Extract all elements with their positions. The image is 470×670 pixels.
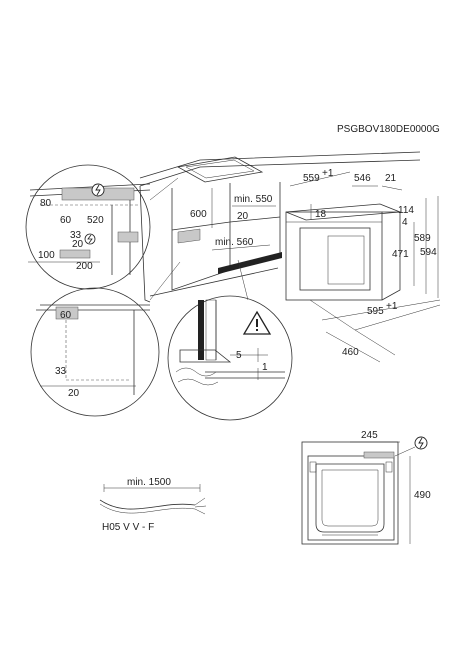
dim-min-560: min. 560	[215, 237, 254, 248]
power-plug-icon-front	[414, 436, 428, 450]
dim-5: 5	[236, 350, 242, 361]
dim-60-bottom: 60	[60, 310, 72, 321]
detail-circle-bottom-center	[167, 295, 293, 421]
power-cable	[99, 484, 207, 515]
dim-589: 589	[414, 233, 431, 244]
dim-20-cabinet: 20	[237, 211, 249, 222]
dim-20-top: 20	[72, 239, 84, 250]
dim-1: 1	[262, 362, 268, 373]
dim-490: 490	[414, 490, 431, 501]
dim-min-550: min. 550	[234, 194, 273, 205]
dim-460: 460	[342, 347, 359, 358]
model-code: PSGBOV180DE0000G	[337, 124, 440, 135]
dim-114: 114	[398, 205, 414, 216]
dim-20-bottom: 20	[68, 388, 80, 399]
dim-21: 21	[385, 173, 397, 184]
dim-594: 594	[420, 247, 437, 258]
dim-600: 600	[190, 209, 207, 220]
dim-33-top: 33	[70, 230, 82, 241]
dim-200: 200	[76, 261, 93, 272]
cable-type: H05 V V - F	[102, 522, 154, 533]
dim-595: 595	[367, 306, 384, 317]
dim-60-top: 60	[60, 215, 72, 226]
power-plug-icon	[91, 183, 105, 197]
dim-559-tol: +1	[322, 168, 334, 179]
warning-triangle-icon	[242, 310, 272, 335]
oven-perspective	[285, 203, 441, 356]
dim-520: 520	[87, 215, 104, 226]
dim-245: 245	[361, 430, 378, 441]
cable-length: min. 1500	[127, 477, 171, 488]
dim-595-tol: +1	[386, 301, 398, 312]
oven-front-view	[301, 441, 399, 545]
dim-4: 4	[402, 217, 408, 228]
dim-80: 80	[40, 198, 52, 209]
dim-18: 18	[315, 209, 327, 220]
dim-546: 546	[354, 173, 371, 184]
cabinet-perspective	[139, 151, 421, 303]
dim-33-bottom: 33	[55, 366, 67, 377]
dim-559: 559	[303, 173, 320, 184]
detail-circle-bottom-left	[30, 287, 160, 417]
dim-100: 100	[38, 250, 55, 261]
dim-471: 471	[392, 249, 409, 260]
power-plug-icon-small	[84, 233, 96, 245]
